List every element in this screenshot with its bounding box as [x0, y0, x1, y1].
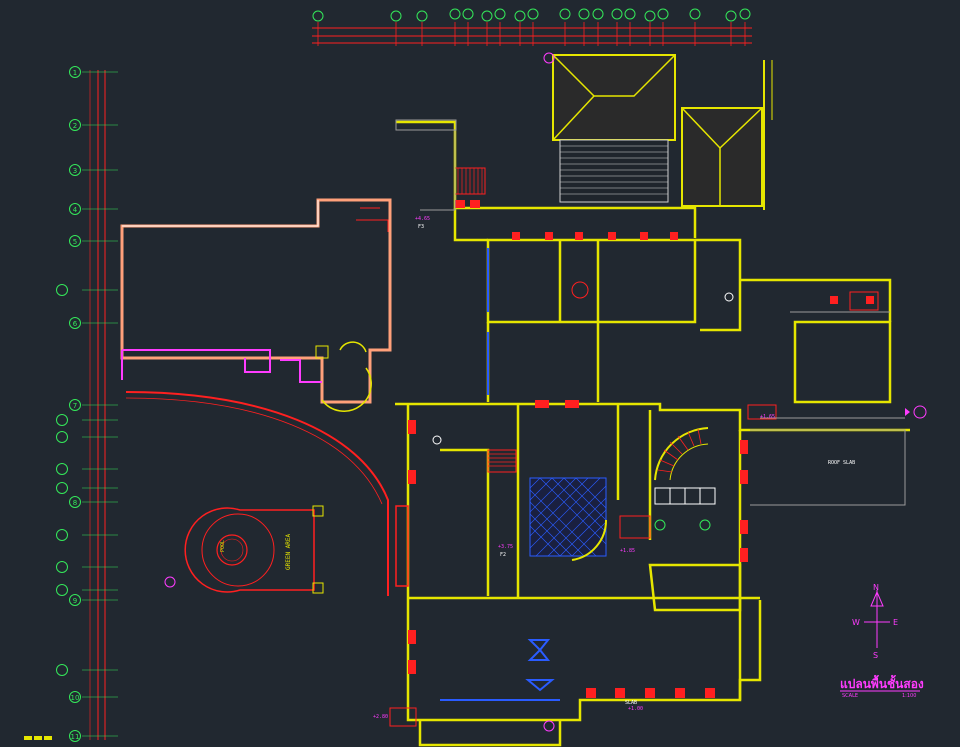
- building-walls: [395, 120, 910, 747]
- floor-code: F3: [418, 224, 424, 230]
- level-label: +1.85: [620, 548, 635, 554]
- pool-label: POOL: [220, 540, 226, 552]
- columns: [408, 200, 874, 698]
- section-markers: [543, 405, 927, 732]
- row-label: 7: [73, 402, 77, 410]
- row-label: 2: [73, 122, 77, 130]
- tile-pattern: [529, 477, 608, 561]
- pool-building: [120, 198, 392, 412]
- north-arrow: N S E W: [852, 583, 898, 660]
- title-block: แปลนพื้นชั้นสอง SCALE 1:100: [840, 674, 924, 699]
- scale-value: 1:100: [902, 693, 916, 699]
- row-label: 9: [73, 597, 77, 605]
- row-label: 5: [73, 238, 77, 246]
- row-label: 8: [73, 499, 77, 507]
- compass-south: S: [873, 651, 878, 660]
- drawing-title: แปลนพื้นชั้นสอง: [840, 674, 924, 691]
- staircases: [389, 167, 879, 727]
- level-label: +2.80: [373, 714, 388, 720]
- level-label: +1.65: [760, 414, 775, 420]
- row-label: 1: [73, 69, 77, 77]
- row-label: 10: [71, 694, 80, 702]
- toilet-rooms: [432, 292, 734, 531]
- room-labels: +4.65 F3 +1.65 +1.85 +2.80 +1.00 +3.75 F…: [373, 216, 855, 720]
- green-area-label: GREEN AREA: [285, 533, 292, 570]
- row-label: 6: [73, 320, 78, 328]
- level-label: +3.75: [498, 544, 513, 550]
- garden-area: POOL GREEN AREA: [125, 391, 389, 596]
- roof-slab-outlines: [395, 119, 906, 506]
- roof-slab-label: ROOF SLAB: [828, 460, 855, 466]
- compass-west: W: [852, 618, 860, 627]
- slab-label: SLAB: [625, 700, 637, 706]
- row-label: 3: [73, 167, 77, 175]
- compass-north: N: [873, 583, 879, 592]
- scale-label: SCALE: [842, 693, 858, 699]
- row-label: 11: [71, 733, 80, 741]
- level-label: +4.65: [415, 216, 430, 222]
- level-label: +1.00: [628, 706, 643, 712]
- left-dimension-strip: 1 2 3 4 5 6 7 8 9 10 11: [56, 66, 118, 742]
- top-dimension-strip: [312, 8, 752, 46]
- scale-bar: [24, 736, 52, 740]
- doors-windows: [440, 248, 589, 701]
- roof-structures: [543, 52, 773, 210]
- row-label: 4: [73, 206, 78, 214]
- floor-code: F2: [500, 552, 506, 558]
- compass-east: E: [893, 618, 898, 627]
